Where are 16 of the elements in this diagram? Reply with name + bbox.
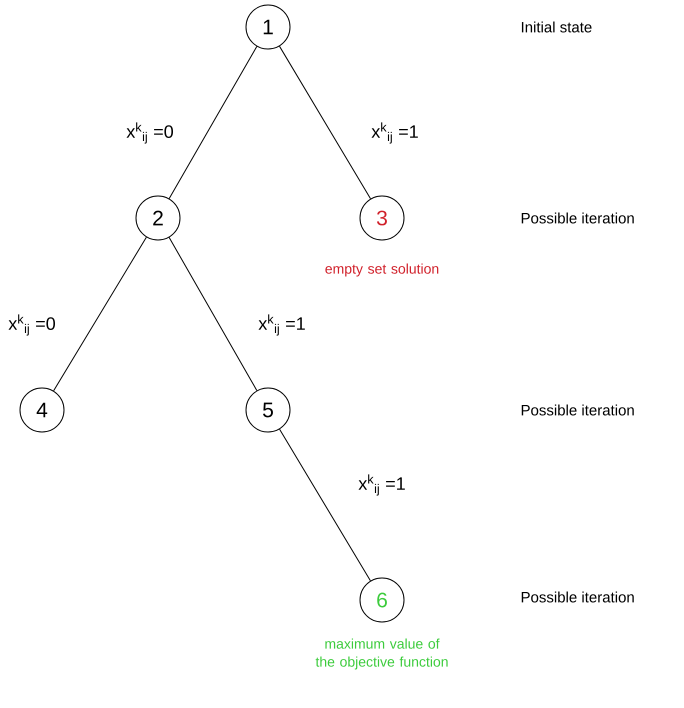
level-label: Possible iteration [522, 592, 634, 602]
level-label: Possible iteration [522, 404, 634, 416]
edge-label: x$^{k}$$_{ij}$ =1 [370, 121, 420, 145]
edge-label: x$^{k}$$_{ij}$ =1 [257, 313, 307, 337]
level-label: Possible iteration [522, 212, 634, 224]
branch-line [168, 237, 258, 391]
node-caption: maximum value of the objective function [316, 638, 448, 670]
level-label: Initial state [522, 22, 592, 32]
branch-line [168, 46, 258, 199]
edge-label: x$^{k}$$_{ij}$ =0 [125, 121, 175, 145]
edge-label: x$^{k}$$_{ij}$ =1 [357, 473, 407, 497]
branch-line [279, 46, 371, 200]
edge-label: x$^{k}$$_{ij}$ =0 [7, 313, 57, 337]
branch-line [279, 428, 371, 582]
node-caption: empty set solution [325, 263, 438, 277]
branch-line [53, 236, 147, 392]
